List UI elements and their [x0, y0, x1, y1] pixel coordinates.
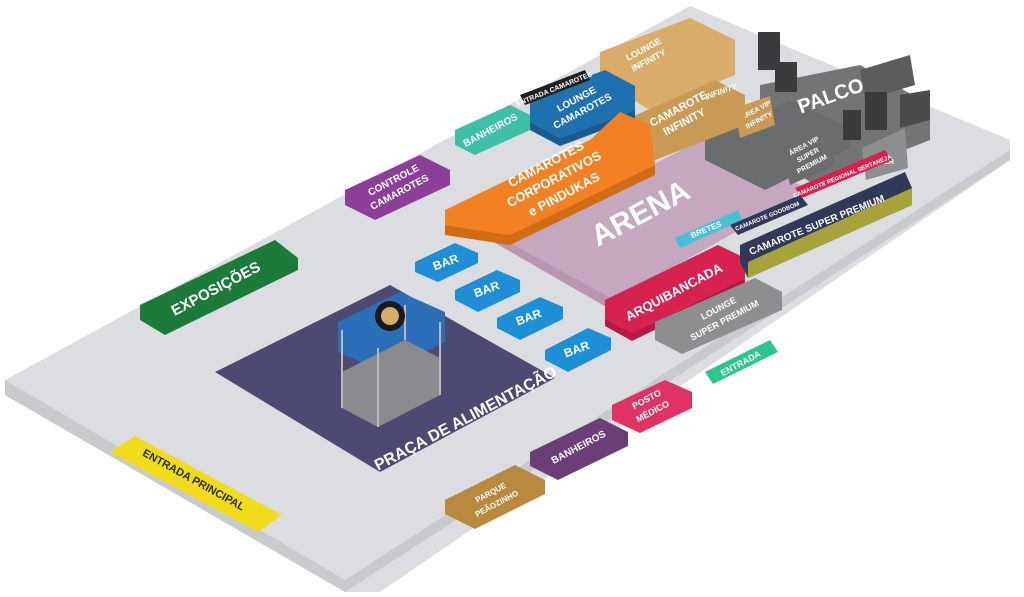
camarote-super-premium-side — [748, 188, 912, 278]
camarotes-corporativos-side — [445, 165, 655, 245]
camarote-infinity[interactable] — [625, 80, 745, 160]
bar-3[interactable] — [497, 297, 563, 340]
arena-area-side — [490, 240, 615, 312]
banheiros-bottom[interactable] — [530, 418, 628, 480]
lounge-super-premium[interactable] — [655, 278, 782, 354]
arena-area[interactable] — [505, 138, 810, 300]
controle-camarotes[interactable] — [345, 155, 450, 220]
camarote-goodbom[interactable] — [730, 195, 808, 235]
exposicoes[interactable] — [140, 240, 298, 335]
entrada[interactable] — [705, 340, 778, 384]
entrada-principal[interactable] — [110, 436, 282, 532]
camarote-regional-sertaneja[interactable] — [795, 150, 892, 198]
arquibancada[interactable] — [605, 245, 745, 333]
bar-2[interactable] — [455, 270, 520, 312]
camarotes-corporativos[interactable] — [445, 112, 655, 235]
praca-stage — [338, 292, 445, 427]
bretes[interactable] — [675, 210, 742, 248]
bar-1[interactable] — [415, 243, 478, 282]
stage-structure[interactable] — [705, 32, 930, 190]
bar-4[interactable] — [545, 328, 611, 372]
parque-peaozinho[interactable] — [445, 465, 545, 529]
lounge-camarotes-side — [530, 110, 635, 146]
posto-medico[interactable] — [612, 380, 692, 433]
entrada-camarotes[interactable] — [520, 70, 590, 105]
area-vip-super-premium[interactable] — [780, 118, 835, 185]
lounge-camarotes[interactable] — [530, 70, 635, 138]
banheiros-top[interactable] — [455, 105, 530, 155]
